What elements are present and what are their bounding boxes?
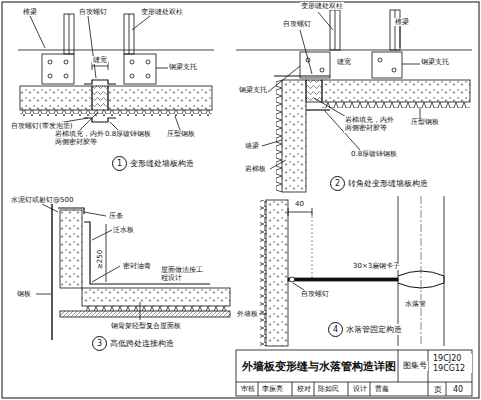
detail-callout: 4水落管固定构造: [328, 322, 402, 337]
part-label: 岩棉板: [244, 165, 267, 173]
part-label: 变形缝处双柱: [140, 8, 184, 16]
part-label: 钢梁支托: [238, 86, 268, 94]
part-label: 泛水板: [112, 226, 135, 234]
part-label: ≥250: [96, 249, 104, 270]
part-label: 钢骨架轻型复合屋面板: [110, 322, 182, 330]
part-label: 压型钢板: [410, 118, 440, 126]
part-label: 缝宽: [92, 56, 108, 64]
part-label: 图集号: [402, 361, 428, 371]
part-label: 19CJ20 19CG12: [432, 354, 472, 373]
detail-caption: 变形缝处墙板构造: [130, 158, 194, 169]
part-label: 水泥钉或射钉@500: [10, 196, 74, 204]
part-label: 压型钢板: [166, 130, 196, 138]
callout-number: 4: [328, 322, 343, 337]
part-label: 岩棉填充，内外两侧密封胶等: [344, 116, 398, 133]
callout-number: 3: [92, 336, 107, 351]
part-label: 水落管: [404, 300, 427, 308]
part-label: 密封油膏: [122, 262, 152, 270]
part-label: 40: [452, 385, 464, 395]
part-label: 30×3扁钢卡子: [352, 262, 401, 270]
part-label: 压条: [108, 212, 124, 220]
detail-caption: 转角处变形缝墙板构造: [348, 178, 428, 189]
part-label: 檩梁: [22, 8, 38, 16]
part-label: 自攻螺钉: [300, 290, 330, 298]
part-label: 外墙板: [236, 310, 259, 318]
part-label: 李振亮: [261, 385, 284, 393]
part-label: 设计: [352, 385, 368, 393]
part-label: 0.8厚镀锌钢板: [350, 150, 398, 158]
part-label: 审核: [240, 385, 256, 393]
detail-caption: 高低跨处连接构造: [110, 338, 174, 349]
part-label: 变形缝处双柱: [300, 2, 344, 10]
part-label: 钢梁支托: [168, 63, 198, 71]
detail-callout: 2转角处变形缝墙板构造: [330, 176, 428, 191]
detail-caption: 水落管固定构造: [346, 324, 402, 335]
part-label: 0.8厚镀锌钢板: [104, 130, 152, 138]
part-label: 岩棉填充，内外两侧密封胶等: [54, 130, 108, 147]
callout-number: 1: [112, 156, 127, 171]
callout-number: 2: [330, 176, 345, 191]
part-label: 页: [433, 385, 443, 395]
part-label: 钢梁支托: [420, 58, 450, 66]
part-label: 自攻螺钉: [282, 20, 312, 28]
detail-callout: 3高低跨处连接构造: [92, 336, 174, 351]
part-label: 陈如民: [317, 385, 340, 393]
part-label: 屋面做法按工程设计: [160, 266, 206, 283]
part-label: 缝宽: [336, 58, 352, 66]
drawing-title: 外墙板变形缝与水落管构造详图: [242, 359, 396, 374]
detail-callout: 1变形缝处墙板构造: [112, 156, 194, 171]
part-label: 自攻螺钉: [78, 8, 108, 16]
part-label: 钢板: [16, 290, 32, 298]
part-label: 40: [294, 200, 305, 208]
part-label: 墙梁: [244, 142, 260, 150]
part-label: 校对: [296, 385, 312, 393]
part-label: 檩梁: [394, 18, 410, 26]
part-label: 曹鑫: [374, 385, 390, 393]
